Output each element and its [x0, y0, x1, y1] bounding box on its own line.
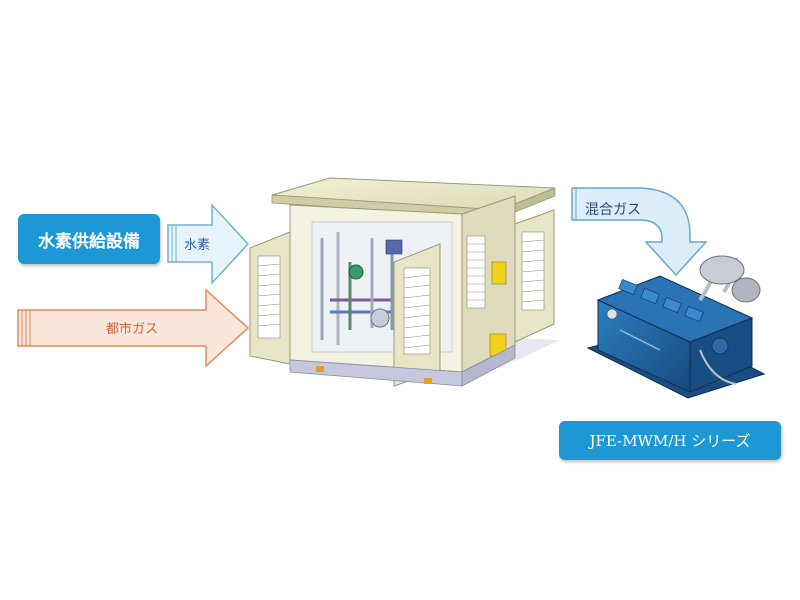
hydrogen-arrow-label: 水素 — [184, 238, 211, 253]
hydrogen-supply-label: 水素供給設備 — [18, 214, 160, 264]
city-gas-arrow-label: 都市ガス — [106, 322, 159, 337]
hydrogen-arrow — [167, 203, 250, 285]
city-gas-arrow — [17, 288, 250, 368]
gas-engine — [586, 255, 766, 399]
mixing-cabinet — [249, 177, 560, 387]
mixed-gas-arrow — [571, 187, 708, 277]
mixed-gas-arrow-label: 混合ガス — [585, 202, 641, 218]
engine-series-label: JFE-MWM/H シリーズ — [559, 421, 781, 460]
